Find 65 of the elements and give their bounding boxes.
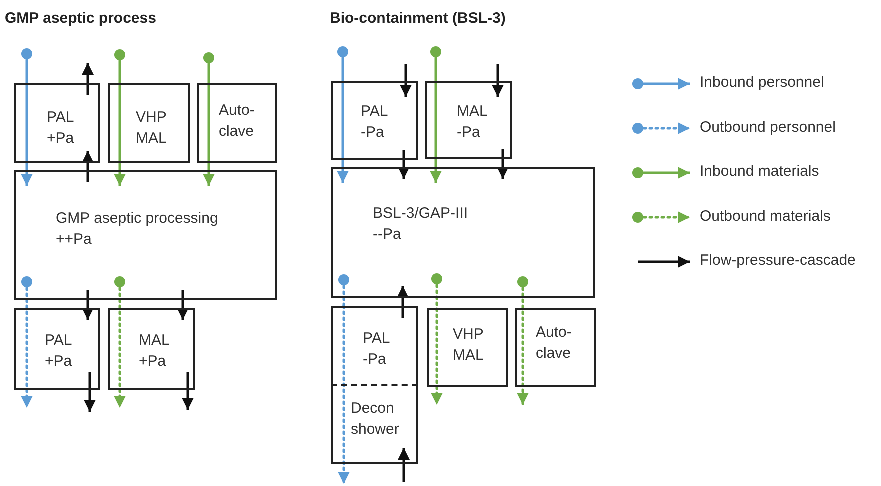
legend-label: Outbound personnel xyxy=(700,118,836,136)
flow-arrow xyxy=(398,150,410,179)
room-box xyxy=(427,308,508,387)
room-name: BSL-3/GAP-III xyxy=(373,204,468,224)
room-name: VHP xyxy=(453,325,484,345)
flow-arrow xyxy=(177,290,189,320)
section-heading: Bio-containment (BSL-3) xyxy=(330,10,506,27)
flow-arrow xyxy=(398,448,410,482)
room-name: PAL xyxy=(361,102,388,122)
flow-arrow xyxy=(337,46,349,183)
room-name: PAL xyxy=(363,329,390,349)
flow-arrow xyxy=(497,149,509,179)
pressure-label: ++Pa xyxy=(56,230,93,250)
room-box xyxy=(331,386,418,464)
room-box xyxy=(515,308,596,387)
pressure-label: -Pa xyxy=(457,123,482,143)
legend-label: Outbound materials xyxy=(700,208,831,224)
flow-arrow xyxy=(397,286,409,318)
pressure-label: -Pa xyxy=(363,350,388,370)
flow-arrow xyxy=(82,151,94,182)
flow-arrow xyxy=(517,276,529,406)
pressure-label: +Pa xyxy=(139,352,168,372)
room-box xyxy=(108,83,190,163)
flow-arrow xyxy=(431,274,443,406)
flow-arrow xyxy=(82,290,94,320)
legend-label: Inbound materials xyxy=(700,163,820,180)
room-name: Auto- clave xyxy=(536,323,573,364)
room-name: MAL xyxy=(457,102,488,122)
flow-arrow xyxy=(84,372,96,412)
room-box xyxy=(108,308,195,390)
flow-arrow xyxy=(400,64,412,97)
room-name: Auto- clave xyxy=(219,101,256,142)
room-box xyxy=(425,81,512,159)
flow-arrow xyxy=(182,372,194,410)
pressure-label: --Pa xyxy=(373,225,402,245)
pressure-label: +Pa xyxy=(47,129,74,149)
pressure-label: MAL xyxy=(136,129,167,149)
room-name: PAL xyxy=(45,331,72,351)
pressure-label: +Pa xyxy=(45,352,72,372)
room-name: Decon shower xyxy=(351,399,400,440)
room-box xyxy=(197,83,277,163)
legend-label: Inbound personnel xyxy=(700,74,824,91)
flow-arrow xyxy=(492,64,504,97)
flow-arrow xyxy=(203,52,215,186)
pressure-label: MAL xyxy=(453,346,484,366)
room-box xyxy=(14,170,277,300)
flow-arrow xyxy=(114,276,126,410)
flow-arrow xyxy=(430,46,442,183)
room-box xyxy=(331,167,595,298)
flow-arrow xyxy=(338,304,350,486)
legend-label: Flow-pressure-cascade xyxy=(700,252,856,269)
room-box xyxy=(331,81,418,160)
room-name: MAL xyxy=(139,331,170,351)
room-box xyxy=(331,306,418,386)
flow-arrow xyxy=(82,63,94,95)
room-box xyxy=(14,83,100,163)
section-heading: GMP aseptic process xyxy=(5,10,156,27)
room-box xyxy=(14,308,100,390)
room-name: VHP xyxy=(136,108,167,128)
flow-arrow xyxy=(21,48,33,186)
flow-arrow xyxy=(21,276,33,410)
room-name: GMP aseptic processing xyxy=(56,209,218,229)
room-name: PAL xyxy=(47,108,74,128)
flow-arrow xyxy=(114,50,126,186)
pressure-label: -Pa xyxy=(361,123,386,143)
